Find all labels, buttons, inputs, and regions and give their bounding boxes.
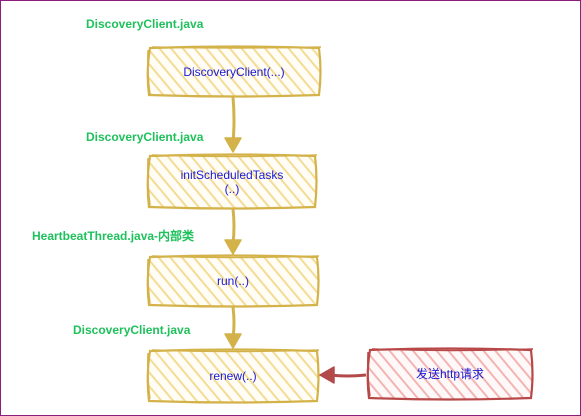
node-http-request-text: 发送http请求 bbox=[415, 367, 485, 381]
arrow-1 bbox=[224, 96, 242, 153]
node-run-box bbox=[146, 254, 320, 308]
node-initscheduledtasks-box bbox=[146, 153, 318, 210]
label-file-1: DiscoveryClient.java bbox=[86, 17, 204, 31]
arrow-http-to-renew bbox=[319, 366, 367, 384]
node-renew-box bbox=[146, 348, 320, 404]
node-initscheduledtasks-line2: (..) bbox=[224, 181, 240, 196]
node-http-request-box bbox=[366, 347, 534, 401]
node-renew-text: renew(..) bbox=[209, 369, 257, 383]
label-file-2: DiscoveryClient.java bbox=[86, 130, 204, 144]
label-file-4: DiscoveryClient.java bbox=[73, 323, 191, 337]
node-discoveryclient-box bbox=[146, 45, 322, 98]
node-run-text: run(..) bbox=[216, 274, 249, 288]
node-discoveryclient-text: DiscoveryClient(...) bbox=[183, 64, 285, 79]
node-initscheduledtasks-text: initScheduledTasks (..) bbox=[148, 155, 316, 208]
arrow-3 bbox=[224, 306, 242, 349]
label-file-3: HeartbeatThread.java-内部类 bbox=[32, 229, 195, 243]
arrow-2 bbox=[224, 208, 242, 255]
node-initscheduledtasks-line1: initScheduledTasks bbox=[180, 167, 284, 182]
